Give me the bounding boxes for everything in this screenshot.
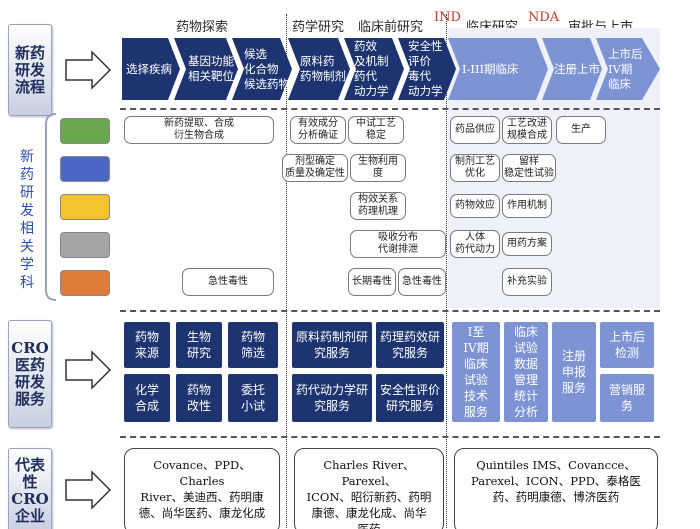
chev-bg-2 [174,38,238,100]
tag-green-5: 生产 [556,116,606,144]
chev-bg-4 [288,38,350,100]
swatch-green [60,118,110,144]
legend-bracket [45,113,57,301]
header-ind: IND [434,10,461,25]
tag-orange-1: 长期毒性 [348,268,396,296]
companies-clinical: Quintiles IMS、Covancce、 Parexel、ICON、PPD… [454,448,658,529]
tag-orange-0: 急性毒性 [182,268,274,296]
svc-discovery-1: 生物 研究 [176,322,222,368]
separator-1 [286,14,287,529]
companies-discovery: Covance、PPD、Charles River、美迪西、药明康 德、尚华医药… [124,448,280,529]
flow-step-6: 安全性 评价 毒代 动力学 [408,39,443,98]
svc-preclinical-2: 药代动力学研 究服务 [292,374,372,422]
tag-green-3: 药品供应 [450,116,500,144]
header-preclinical: 临床前研究 [358,20,424,35]
flow-step-5: 药效 及机制 药代 动力学 [354,39,389,98]
chev-bg-9 [596,38,660,100]
svc-clinical-0: I至 IV期 临床 试验 技术 服务 [452,322,500,422]
companies-panel: 代表 性 CRO 企业 [8,448,52,529]
cro-arrow-icon [65,350,112,390]
svc-discovery-5: 委托 小试 [228,374,278,422]
hsep-2 [120,310,660,312]
header-pharma: 药学研究 [292,20,345,35]
flow-panel-label: 新药 研发 流程 [14,43,45,96]
tag-green-1: 有效成分 分析确证 [290,116,346,144]
hsep-3 [120,436,660,438]
header-nda: NDA [528,10,560,25]
flow-step-9: 上市后 IV期 临床 [608,46,643,91]
svc-clinical-1: 临床 试验 数据 管理 统计 分析 [504,322,548,422]
svc-discovery-3: 化学 合成 [124,374,170,422]
tag-yellow-0: 构效关系 药理机理 [350,192,406,220]
svc-preclinical-3: 安全性评价 研究服务 [376,374,444,422]
separator-2 [446,14,447,529]
flow-arrow-icon [65,50,112,90]
chev-bg-8 [542,38,602,100]
tag-gray-0: 吸收分布 代谢排泄 [350,230,446,258]
tag-orange-2: 急性毒性 [398,268,446,296]
svc-discovery-0: 药物 来源 [124,322,170,368]
flow-step-2: 基因功能 相关靶位 [188,54,234,83]
swatch-yellow [60,194,110,220]
cro-panel-label: CRO 医药 研发 服务 [11,339,49,408]
tag-gray-2: 用药方案 [502,232,552,256]
flow-step-8: 注册上市 [554,61,600,76]
companies-panel-label: 代表 性 CRO 企业 [11,455,49,525]
chev-bg-7 [448,38,548,100]
tag-blue-0: 剂型确定 质量及确定性 [282,154,348,182]
tag-green-4: 工艺改进 规模合成 [502,116,552,144]
tag-blue-3: 留样 稳定性试验 [502,154,556,182]
svc-preclinical-1: 药理药效研 究服务 [376,322,444,368]
companies-arrow-icon [65,470,112,510]
tag-green-0: 新药提取、合成 衍生物合成 [124,116,274,144]
svc-discovery-4: 药物 改性 [176,374,222,422]
tag-green-2: 中试工艺 稳定 [348,116,404,144]
svc-preclinical-0: 原料药制剂研 究服务 [292,322,372,368]
flow-chevrons [122,38,660,100]
flow-step-4: 原料药 药物制剂 [300,54,346,83]
chev-bg-3 [232,38,292,100]
chev-bg-1 [122,38,180,100]
chev-bg-5 [344,38,404,100]
svc-clinical-3: 上市后 检测 [600,322,654,368]
tag-yellow-2: 作用机制 [502,194,552,218]
flow-step-1: 选择疾病 [126,61,172,76]
swatch-blue [60,156,110,182]
flow-panel: 新药 研发 流程 [8,24,52,116]
disciplines-vertical-label: 新 药 研 发 相 关 学 科 [20,149,34,291]
companies-preclinical: Charles River、Parexel、 ICON、昭衍新药、药明 康德、康… [294,448,444,529]
swatch-gray [60,232,110,258]
chev-bg-6 [398,38,456,100]
svc-clinical-4: 营销服 务 [600,374,654,422]
cro-panel: CRO 医药 研发 服务 [8,320,52,428]
tag-blue-1: 生物利用 度 [350,154,406,182]
hsep-1 [120,108,660,110]
tag-yellow-1: 药物效应 [450,194,500,218]
flow-step-7: I-III期临床 [462,61,519,76]
swatch-orange [60,270,110,296]
svc-discovery-2: 药物 筛选 [228,322,278,368]
tag-gray-1: 人体 药代动力 [450,230,500,258]
tag-blue-2: 制剂工艺 优化 [450,154,500,182]
svc-clinical-2: 注册 申报 服务 [552,322,596,422]
header-discovery: 药物探索 [176,20,229,35]
tag-orange-3: 补充实验 [502,268,552,296]
flow-step-3: 候选 化合物 候选药物 [244,46,290,91]
